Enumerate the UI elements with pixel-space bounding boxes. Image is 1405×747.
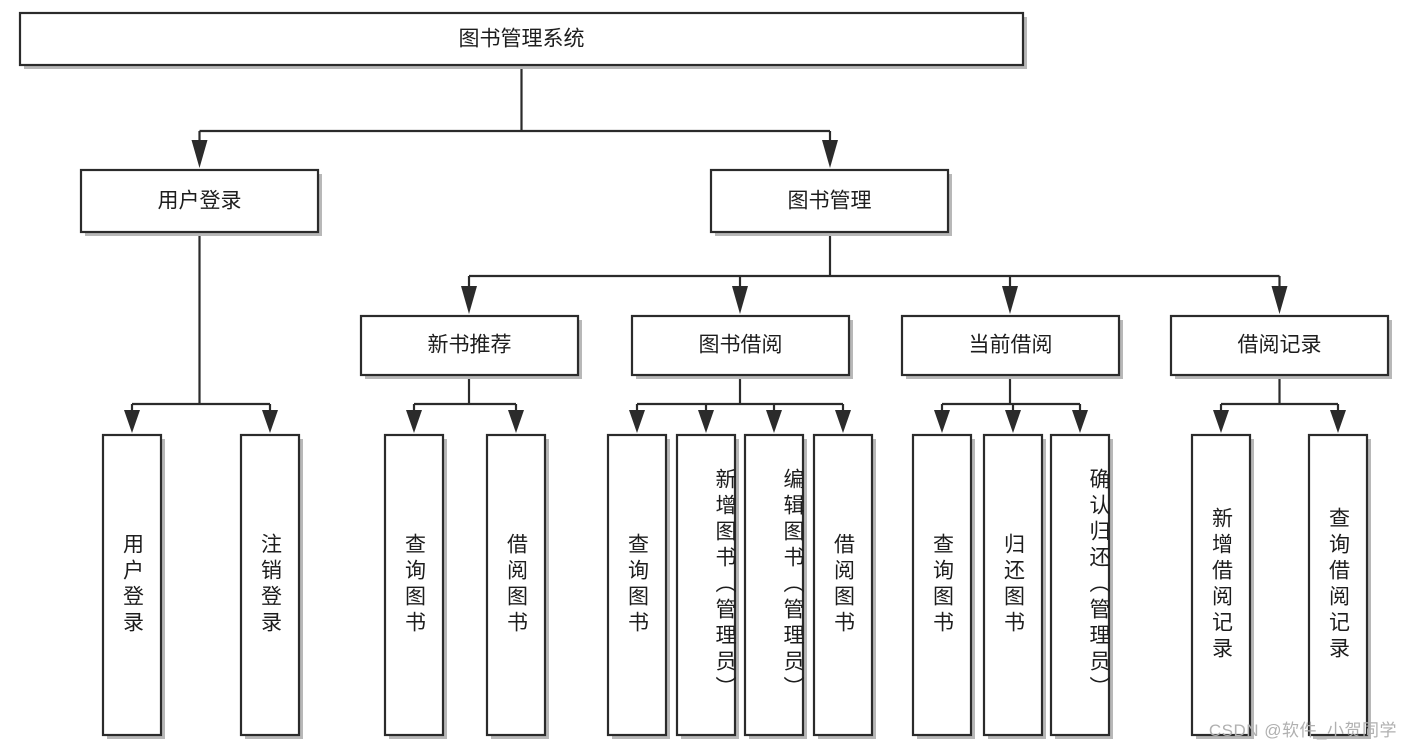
arrowhead-book-borrow [732, 286, 748, 314]
arrowhead-book-manage [822, 140, 838, 168]
arrowhead-current-borrow [1002, 286, 1018, 314]
arrowhead-leaf-query-book-2 [629, 410, 645, 433]
node-book-borrow-box[interactable] [630, 314, 851, 377]
node-root-box[interactable] [18, 11, 1025, 67]
arrowhead-leaf-borrow-book-2 [835, 410, 851, 433]
node-user-login-label: 用户登录 [158, 190, 242, 213]
connector-group-user-login [124, 232, 278, 433]
node-book-borrow-label: 图书借阅 [699, 334, 783, 357]
connector-group-book-manage [461, 232, 1288, 314]
arrowhead-leaf-borrow-book-1 [508, 410, 524, 433]
node-borrow-record[interactable]: 借阅记录 [1169, 314, 1392, 379]
arrowhead-borrow-record [1271, 286, 1288, 314]
node-current-borrow-label: 当前借阅 [969, 334, 1053, 357]
leaf-add-record-box[interactable] [1190, 433, 1252, 737]
leaf-boxes [101, 433, 1371, 739]
arrowhead-leaf-confirm-return [1072, 410, 1088, 433]
node-current-borrow-box[interactable] [900, 314, 1121, 377]
node-borrow-record-box[interactable] [1169, 314, 1390, 377]
leaf-query-book-2-box[interactable] [606, 433, 668, 737]
arrowhead-leaf-query-book-3 [934, 410, 950, 433]
node-new-book-recommend-box[interactable] [359, 314, 580, 377]
leaf-confirm-return-box[interactable] [1049, 433, 1111, 737]
connector-group-book-borrow [629, 375, 851, 433]
node-new-book-recommend[interactable]: 新书推荐 [359, 314, 582, 379]
node-book-manage-box[interactable] [709, 168, 950, 234]
arrowhead-leaf-query-book-1 [406, 410, 422, 433]
leaf-query-record-box[interactable] [1307, 433, 1369, 737]
arrowhead-leaf-add-book [698, 410, 714, 433]
node-root[interactable]: 图书管理系统 [18, 11, 1027, 69]
leaf-add-book-box[interactable] [675, 433, 737, 737]
node-current-borrow[interactable]: 当前借阅 [900, 314, 1123, 379]
arrowhead-leaf-return-book [1005, 410, 1021, 433]
connector-group-root [191, 65, 838, 168]
node-user-login-box[interactable] [79, 168, 320, 234]
leaf-edit-book-box[interactable] [743, 433, 805, 737]
arrowhead-leaf-user-logout [262, 410, 278, 433]
arrowhead-leaf-edit-book [766, 410, 782, 433]
connector-group-current-borrow [934, 375, 1088, 433]
arrowhead-new-book-recommend [461, 286, 477, 314]
arrowhead-leaf-add-record [1213, 410, 1229, 433]
arrowhead-leaf-user-login [124, 410, 140, 433]
arrowhead-user-login [191, 140, 208, 168]
leaf-query-book-1-box[interactable] [383, 433, 445, 737]
arrowhead-leaf-query-record [1330, 410, 1346, 433]
leaf-borrow-book-2-box[interactable] [812, 433, 874, 737]
node-root-label: 图书管理系统 [459, 28, 585, 51]
leaf-user-logout-box[interactable] [239, 433, 301, 737]
node-book-borrow[interactable]: 图书借阅 [630, 314, 853, 379]
connector-group-new-book-recommend [406, 375, 524, 433]
leaf-user-login-box[interactable] [101, 433, 163, 737]
node-new-book-recommend-label: 新书推荐 [428, 334, 512, 357]
leaf-query-book-3-box[interactable] [911, 433, 973, 737]
node-borrow-record-label: 借阅记录 [1238, 334, 1322, 357]
leaf-borrow-book-1-box[interactable] [485, 433, 547, 737]
node-book-manage-label: 图书管理 [788, 190, 872, 213]
leaf-return-book-box[interactable] [982, 433, 1044, 737]
csdn-watermark: CSDN @软件_小贺同学 [1208, 721, 1397, 740]
node-user-login[interactable]: 用户登录 [79, 168, 322, 236]
node-book-manage[interactable]: 图书管理 [709, 168, 952, 236]
connector-group-borrow-record [1213, 375, 1346, 433]
